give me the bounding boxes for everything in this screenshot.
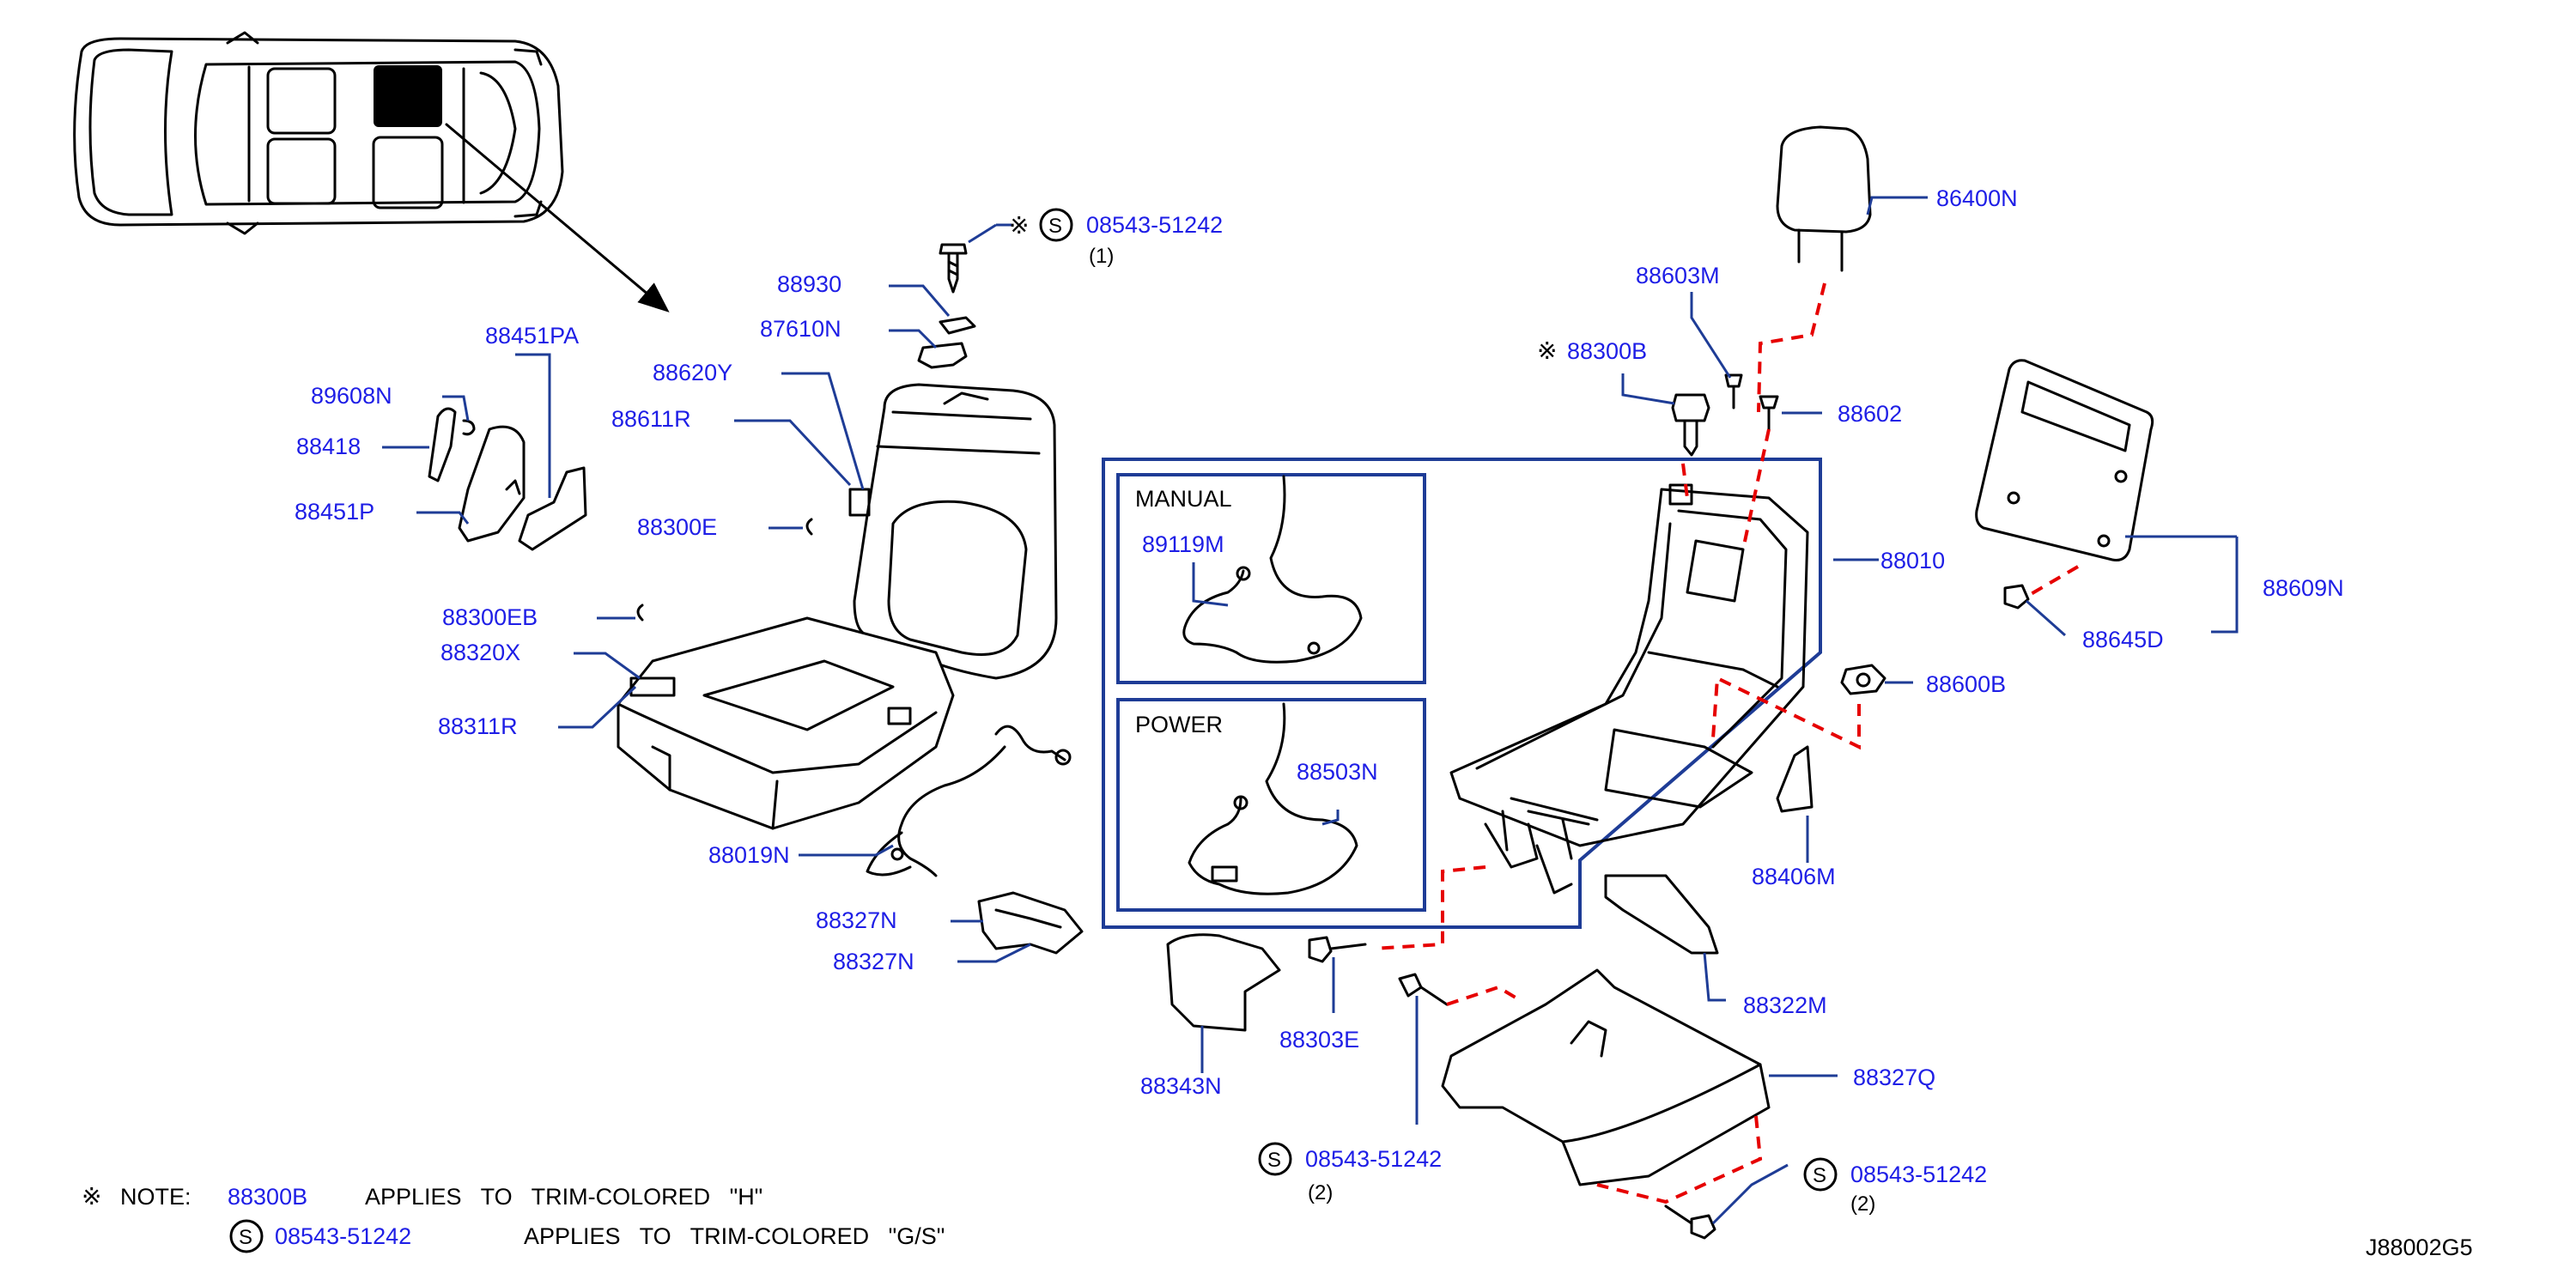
part-label-88320X[interactable]: 88320X [440,640,520,665]
part-label-88603M[interactable]: 88603M [1636,263,1720,288]
nut-88600B [1840,664,1886,695]
part-label-08543-51242-mid[interactable]: 08543-51242 [1305,1146,1442,1172]
note-label: NOTE: [120,1184,191,1210]
part-label-88311R[interactable]: 88311R [438,713,518,739]
part-label-88611R[interactable]: 88611R [611,406,691,432]
circle-s-icon [1039,208,1073,242]
note-line1-text: APPLIES TO TRIM-COLORED "H" [365,1184,762,1210]
vehicle-top-view [73,31,670,312]
part-label-88343N[interactable]: 88343N [1140,1073,1222,1099]
part-label-88451PA[interactable]: 88451PA [485,323,579,349]
circle-s-icon-right [1803,1157,1838,1192]
note-part-88300B[interactable]: 88300B [228,1184,307,1210]
part-label-88300E[interactable]: 88300E [637,514,717,540]
finisher-88322M [1604,874,1719,955]
part-label-89119M[interactable]: 89119M [1142,531,1224,557]
part-labels: ※ S 08543-51242 (1) 88930 87610N 88451PA… [295,185,2344,1216]
note-block: ※ NOTE: 88300B APPLIES TO TRIM-COLORED "… [82,1182,945,1253]
side-trim-left [428,407,587,551]
bolt-88300B [1671,393,1710,457]
part-label-88010[interactable]: 88010 [1880,548,1945,573]
part-label-88503N[interactable]: 88503N [1297,759,1378,785]
note-line2-text: APPLIES TO TRIM-COLORED "G/S" [524,1223,945,1249]
part-label-88327Q[interactable]: 88327Q [1853,1065,1935,1090]
inset-title-manual: MANUAL [1135,486,1232,512]
cover-88343N [1166,933,1281,1032]
grommet-88645D [2003,584,2030,610]
cover-88327Q [1441,968,1771,1186]
headrest [1776,125,1872,272]
note-circle-s-icon [229,1219,264,1253]
part-label-08543-51242-right[interactable]: 08543-51242 [1850,1162,1987,1187]
note-part-08543-51242[interactable]: 08543-51242 [275,1223,411,1249]
guide-88602 [1759,395,1779,431]
circle-s-letter-right: S [1813,1164,1826,1187]
part-label-88327N-lower[interactable]: 88327N [833,949,914,974]
part-label-86400N[interactable]: 86400N [1936,185,2018,211]
part-label-88451P[interactable]: 88451P [295,499,374,525]
qty-label-mid: (2) [1308,1181,1333,1204]
seat-wire-harness [866,725,1072,877]
qty-label-top: (1) [1089,245,1114,268]
part-label-87610N[interactable]: 87610N [760,316,841,342]
leader-lines [382,196,2239,1225]
guide-88603M [1724,373,1743,410]
finisher-88406M [1776,745,1814,813]
seat-lower-cushion [617,616,955,830]
part-label-88609N[interactable]: 88609N [2263,575,2344,601]
part-label-88300B[interactable]: 88300B [1567,338,1647,364]
part-label-88418[interactable]: 88418 [296,434,361,459]
screw-top [939,243,968,294]
screw-lower-right [1664,1204,1716,1240]
screw-lower-mid [1398,973,1449,1006]
part-label-88600B[interactable]: 88600B [1926,671,2006,697]
clip-88300EB [636,604,644,622]
part-label-08543-51242-top[interactable]: 08543-51242 [1086,212,1223,238]
note-circle-s-letter: S [239,1226,252,1249]
bracket-88327N [977,891,1084,955]
seat-frame [1449,483,1809,895]
circle-s-icon-mid [1258,1142,1292,1176]
circle-s-letter-mid: S [1267,1149,1281,1172]
part-label-88645D[interactable]: 88645D [2082,627,2164,652]
ref-mark: ※ [1009,211,1029,240]
part-label-88602[interactable]: 88602 [1838,401,1902,427]
circle-s-letter: S [1048,215,1062,238]
seat-back-board [1975,359,2154,561]
ref-mark-88300B: ※ [1537,337,1557,365]
part-label-88406M[interactable]: 88406M [1752,864,1836,889]
part-label-89608N[interactable]: 89608N [311,383,392,409]
part-label-88620Y[interactable]: 88620Y [653,360,732,385]
seat-back-cushion [848,383,1058,680]
part-label-88930[interactable]: 88930 [777,271,841,297]
note-ref-mark: ※ [82,1182,101,1210]
diagram-code: J88002G5 [2366,1235,2473,1260]
part-label-88300EB[interactable]: 88300EB [442,604,538,630]
motor-option-inset [1102,458,1822,929]
part-label-88019N[interactable]: 88019N [708,842,790,868]
part-label-88322M[interactable]: 88322M [1743,992,1827,1018]
part-label-88303E[interactable]: 88303E [1279,1027,1359,1053]
assembly-dashes [1373,282,2080,1204]
bezel-87610N [917,342,968,369]
clip-88930 [939,316,976,335]
qty-label-right: (2) [1850,1192,1875,1216]
bolt-88303E [1308,936,1367,963]
inset-title-power: POWER [1135,712,1223,737]
part-label-88327N-upper[interactable]: 88327N [816,907,897,933]
clip-88300E [805,518,813,536]
